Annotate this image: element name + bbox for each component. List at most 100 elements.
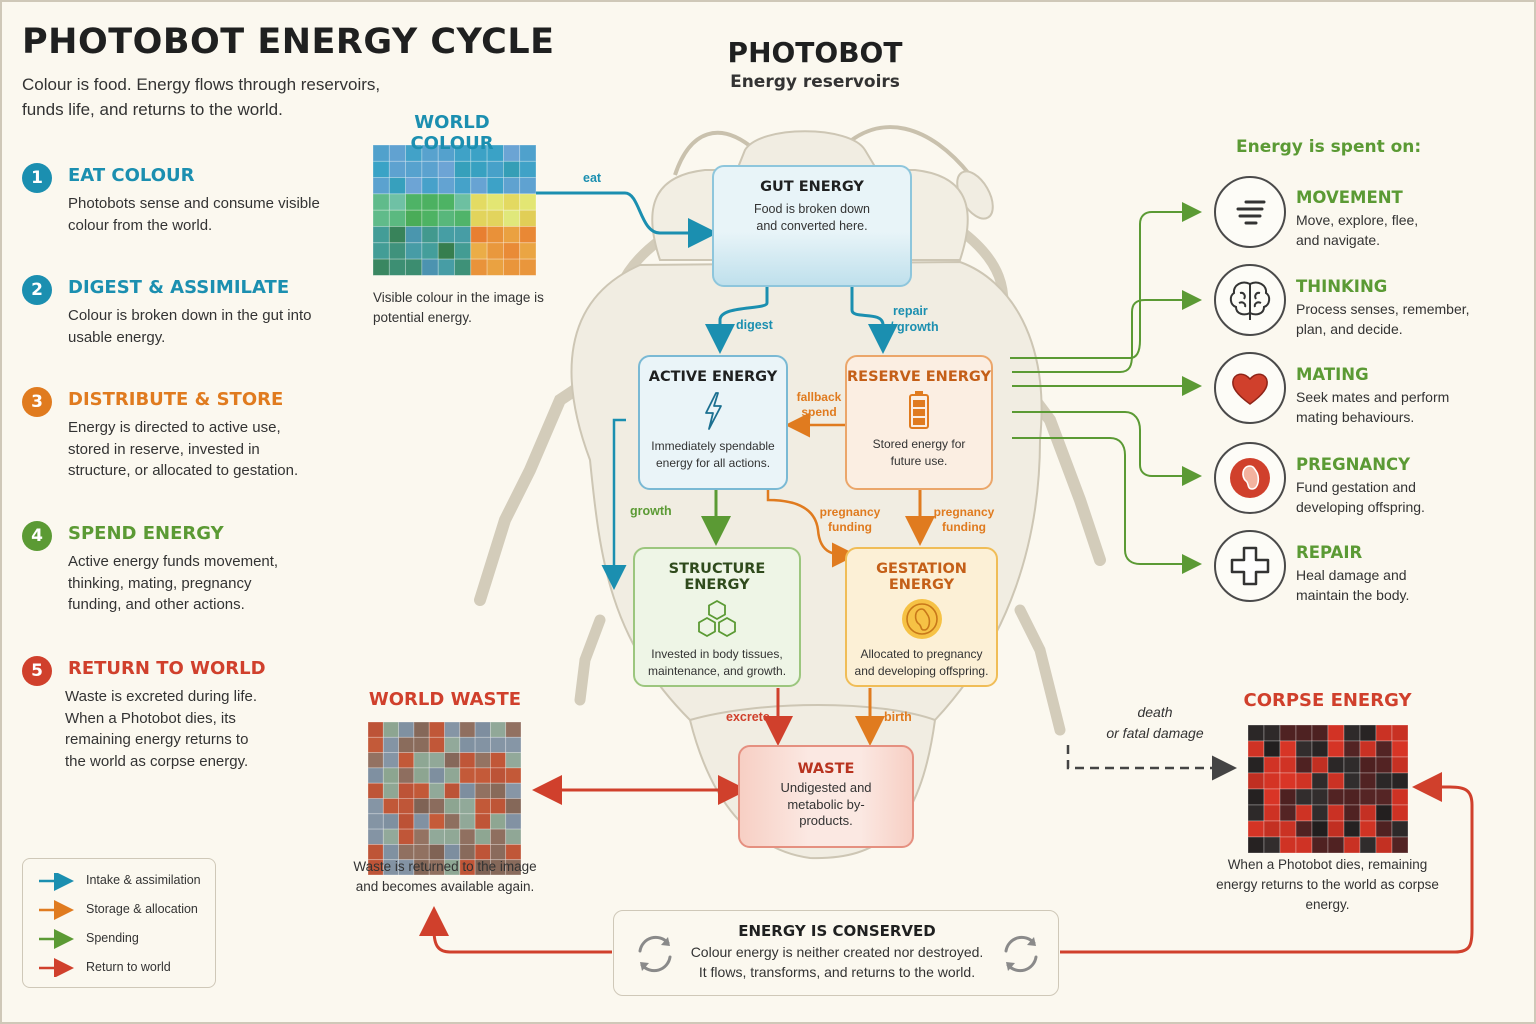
thinking-text: Process senses, remember, plan, and deci… [1296,301,1470,337]
mating-title: MATING [1296,365,1369,384]
gestation-energy-title: GESTATION ENERGY [876,561,967,593]
pregnancy-title: PREGNANCY [1296,455,1411,474]
energy-conserved-title: ENERGY IS CONSERVED [738,922,936,940]
repair-arrow [850,285,898,354]
gut-energy-box: GUT ENERGY Food is broken down and conve… [712,165,912,287]
gestation-energy-box: GESTATION ENERGY Allocated to pregnancy … [845,547,998,687]
movement-icon [1214,176,1286,248]
birth-label: birth [884,710,912,724]
corpse-energy-caption: When a Photobot dies, remaining energy r… [1216,857,1439,912]
world-colour-grid [372,144,537,276]
active-pregnancy-label: pregnancy [819,505,881,519]
death-arrow [1066,745,1237,781]
legend-item-storage: Storage & allocation [86,902,198,916]
step-4-text: Active energy funds movement, thinking, … [68,553,279,613]
waste-return-arrow [419,906,612,954]
energy-conserved-line1: Colour energy is neither created nor des… [690,944,984,960]
waste-title: WASTE [797,761,855,777]
legend-item-return: Return to world [86,960,171,974]
repair-title: REPAIR [1296,543,1363,562]
corpse-energy-title: CORPSE ENERGY [1243,690,1412,711]
reserve-energy-text: Stored energy for future use. [872,437,966,468]
page-title: PHOTOBOT ENERGY CYCLE [22,22,555,62]
movement-title: MOVEMENT [1296,188,1403,207]
active-structure-side-arrow [601,418,627,590]
photobot-subtitle: Energy reservoirs [730,72,900,92]
active-funding-label: funding [828,520,872,534]
brain-icon [1214,264,1286,336]
step-1-text: Photobots sense and consume visible colo… [68,195,320,234]
step-2-text: Colour is broken down in the gut into us… [68,307,312,346]
step-2-title: DIGEST & ASSIMILATE [68,277,290,298]
movement-text: Move, explore, flee, and navigate. [1296,212,1419,248]
legend: Intake & assimilation Storage & allocati… [22,858,216,988]
excrete-label: excrete [726,710,770,724]
energy-conserved-line2: It flows, transforms, and returns to the… [698,964,976,980]
step-3-number: 3 [22,387,52,417]
active-energy-text: Immediately spendable energy for all act… [651,439,775,470]
cycle-icon-left [638,935,672,973]
fallback-label: fallback [796,390,842,404]
embryo-icon [901,599,942,639]
eat-arrow [536,191,718,248]
structure-energy-text: Invested in body tissues, maintenance, a… [647,647,787,678]
step-5-title: RETURN TO WORLD [68,658,266,679]
lightning-icon [705,392,722,430]
pregnancy-text: Fund gestation and developing offspring. [1296,479,1425,515]
cross-icon [1214,530,1286,602]
world-waste-caption: Waste is returned to the image and becom… [353,859,537,894]
death-label: death [1137,704,1173,720]
fatal-damage-label: or fatal damage [1106,725,1204,741]
mating-text: Seek mates and perform mating behaviours… [1296,389,1450,425]
gestation-energy-text: Allocated to pregnancy and developing of… [854,647,989,678]
digest-arrow [705,285,769,354]
digest-label: digest [736,318,773,332]
step-5-text: Waste is excreted during life. When a Ph… [65,688,258,770]
eat-label: eat [583,171,602,185]
corpse-energy-grid [1247,724,1409,854]
step-3-text: Energy is directed to active use, stored… [68,419,299,479]
step-2-number: 2 [22,275,52,305]
growth-slash-label: / growth [890,320,939,334]
step-5-number: 5 [22,656,52,686]
step-4-title: SPEND ENERGY [68,523,224,544]
world-colour-title: WORLD COLOUR [410,112,494,154]
photobot-title: PHOTOBOT [727,36,903,69]
waste-text: Undigested and metabolic by-products. [780,780,872,828]
embryo-spend-icon [1214,442,1286,514]
step-3-title: DISTRIBUTE & STORE [68,389,284,410]
heart-icon [1214,352,1286,424]
reserve-pregnancy-label: pregnancy [933,505,995,519]
step-1-title: EAT COLOUR [68,165,195,186]
corpse-return-arrow [1060,772,1474,954]
reserve-energy-box: RESERVE ENERGY Stored energy for future … [845,355,993,490]
page-subtitle: Colour is food. Energy flows through res… [22,75,381,119]
legend-arrows [39,873,74,977]
thinking-title: THINKING [1296,277,1388,296]
spend-label: spend [801,405,837,419]
waste-box: WASTE Undigested and metabolic by-produc… [738,745,914,848]
step-4-number: 4 [22,521,52,551]
reserve-energy-title: RESERVE ENERGY [847,369,991,385]
world-waste-title: WORLD WASTE [368,689,522,710]
legend-item-spending: Spending [86,931,139,945]
active-energy-box: ACTIVE ENERGY Immediately spendable ener… [638,355,788,490]
world-waste-grid [367,721,522,876]
cycle-icon-right [1004,935,1038,973]
step-1-number: 1 [22,163,52,193]
active-pregnancy-funding-arrow [766,490,857,568]
growth-label: growth [630,504,672,518]
gut-energy-text: Food is broken down and converted here. [753,202,871,233]
repair-label: repair [893,304,928,318]
world-colour-caption: Visible colour in the image is potential… [373,290,544,325]
energy-conserved-box: ENERGY IS CONSERVED Colour energy is nei… [613,910,1059,996]
reserve-funding-label: funding [942,520,986,534]
battery-icon [909,391,929,429]
structure-energy-title: STRUCTURE ENERGY [668,561,766,593]
legend-item-intake: Intake & assimilation [86,873,201,887]
hexagon-cells-icon [698,599,736,638]
active-energy-title: ACTIVE ENERGY [648,369,778,385]
spend-heading: Energy is spent on: [1236,137,1422,157]
structure-energy-box: STRUCTURE ENERGY Invested in body tissue… [633,547,801,687]
